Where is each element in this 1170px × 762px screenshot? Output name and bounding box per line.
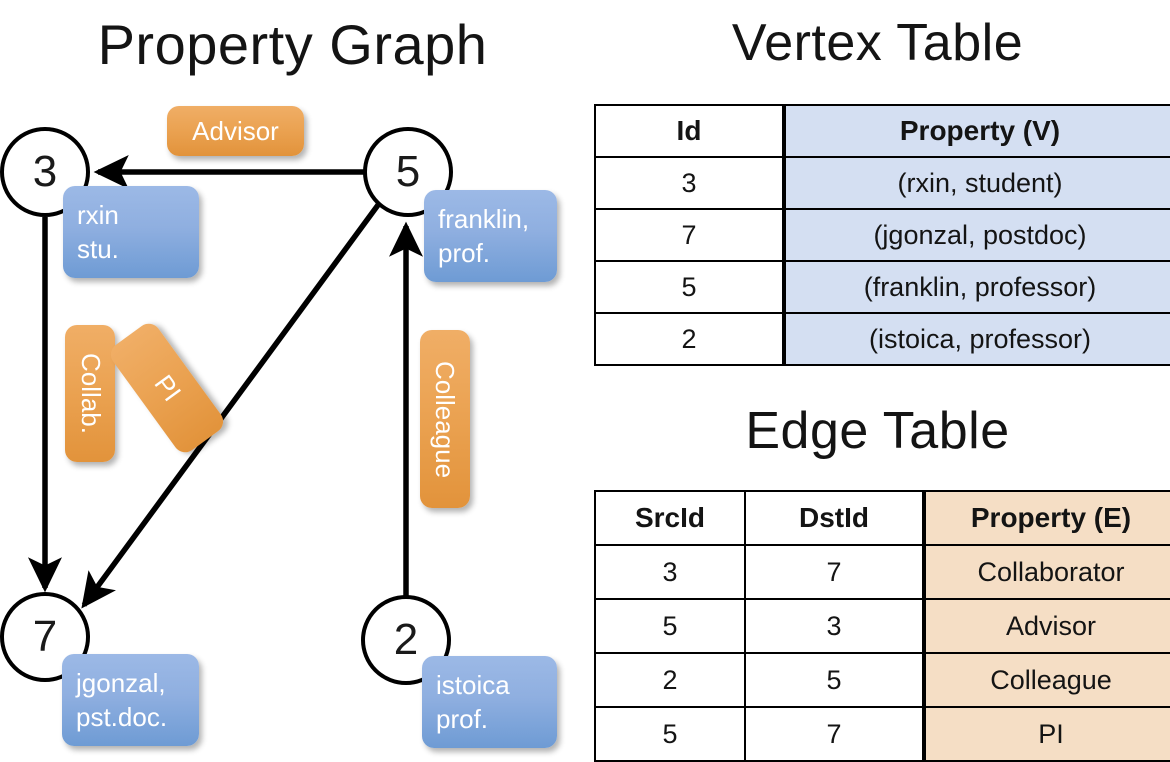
vertex-property-istoica-line2: prof. xyxy=(436,704,489,734)
vertex-cell-property: (jgonzal, postdoc) xyxy=(782,208,1170,262)
edge-header-property: Property (E) xyxy=(922,490,1170,546)
edge-cell-srcid: 5 xyxy=(594,598,746,654)
edge-cell-dstid: 7 xyxy=(744,544,925,600)
edge-label-collab: Collab. xyxy=(65,325,115,462)
edge-cell-dstid: 3 xyxy=(744,598,925,654)
edge-cell-srcid: 5 xyxy=(594,706,746,762)
vertex-table: Id Property (V) 3 (rxin, student) 7 (jgo… xyxy=(594,104,1170,366)
vertex-cell-property: (rxin, student) xyxy=(782,156,1170,210)
edge-label-advisor: Advisor xyxy=(167,106,304,156)
table-row: 5 7 PI xyxy=(594,706,1170,762)
edge-cell-property: PI xyxy=(922,706,1170,762)
graph-node-3-label: 3 xyxy=(32,147,58,196)
table-row: 5 3 Advisor xyxy=(594,598,1170,654)
edge-label-pi-text: PI xyxy=(148,368,187,407)
page-title-property-graph: Property Graph xyxy=(97,13,488,76)
vertex-cell-id: 5 xyxy=(594,260,785,314)
edge-cell-property: Collaborator xyxy=(922,544,1170,600)
edge-label-colleague: Colleague xyxy=(420,330,470,508)
vertex-property-jgonzal-line1: jgonzal, xyxy=(76,668,166,698)
page-title-vertex-table: Vertex Table xyxy=(731,14,1024,72)
edge-label-advisor-text: Advisor xyxy=(192,115,279,146)
vertex-property-istoica-line1: istoica xyxy=(436,670,510,700)
vertex-header-id: Id xyxy=(594,104,785,158)
vertex-property-rxin-line1: rxin xyxy=(77,200,119,230)
table-row: 2 (istoica, professor) xyxy=(594,312,1170,366)
edge-cell-srcid: 3 xyxy=(594,544,746,600)
vertex-property-box-rxin: rxin stu. xyxy=(63,186,199,278)
vertex-property-franklin-line2: prof. xyxy=(438,238,491,268)
vertex-cell-id: 3 xyxy=(594,156,785,210)
edge-cell-srcid: 2 xyxy=(594,652,746,708)
edge-cell-dstid: 5 xyxy=(744,652,925,708)
page-title-edge-table: Edge Table xyxy=(745,402,1010,460)
vertex-property-jgonzal-line2: pst.doc. xyxy=(76,702,168,732)
table-header-row: Id Property (V) xyxy=(594,104,1170,158)
table-header-row: SrcId DstId Property (E) xyxy=(594,490,1170,546)
graph-node-5-label: 5 xyxy=(395,147,421,196)
edge-cell-property: Advisor xyxy=(922,598,1170,654)
graph-node-5[interactable]: 5 xyxy=(363,127,453,217)
graph-edges-layer xyxy=(27,154,424,609)
edge-cell-dstid: 7 xyxy=(744,706,925,762)
edge-label-colleague-text: Colleague xyxy=(430,360,461,478)
edge-header-dstid: DstId xyxy=(744,490,925,546)
vertex-cell-property: (franklin, professor) xyxy=(782,260,1170,314)
vertex-header-property: Property (V) xyxy=(782,104,1170,158)
edge-header-srcid: SrcId xyxy=(594,490,746,546)
vertex-property-box-istoica: istoica prof. xyxy=(422,656,557,748)
table-row: 5 (franklin, professor) xyxy=(594,260,1170,314)
vertex-cell-id: 2 xyxy=(594,312,785,366)
graph-node-7-label: 7 xyxy=(32,612,58,661)
vertex-cell-id: 7 xyxy=(594,208,785,262)
table-row: 2 5 Colleague xyxy=(594,652,1170,708)
table-row: 3 7 Collaborator xyxy=(594,544,1170,600)
vertex-property-box-jgonzal: jgonzal, pst.doc. xyxy=(62,654,199,746)
graph-node-2[interactable]: 2 xyxy=(361,595,451,685)
property-graph-diagram: Advisor Collab. PI Colleague rxin stu. f… xyxy=(0,0,585,760)
vertex-property-franklin-line1: franklin, xyxy=(438,204,530,234)
table-row: 3 (rxin, student) xyxy=(594,156,1170,210)
graph-node-2-label: 2 xyxy=(393,615,419,664)
table-row: 7 (jgonzal, postdoc) xyxy=(594,208,1170,262)
vertex-property-box-franklin: franklin, prof. xyxy=(424,190,557,282)
edge-label-collab-text: Collab. xyxy=(75,353,106,434)
vertex-cell-property: (istoica, professor) xyxy=(782,312,1170,366)
edge-pi-5-to-7 xyxy=(81,203,381,609)
edge-table: SrcId DstId Property (E) 3 7 Collaborato… xyxy=(594,490,1170,762)
vertex-property-rxin-line2: stu. xyxy=(77,234,119,264)
edge-cell-property: Colleague xyxy=(922,652,1170,708)
